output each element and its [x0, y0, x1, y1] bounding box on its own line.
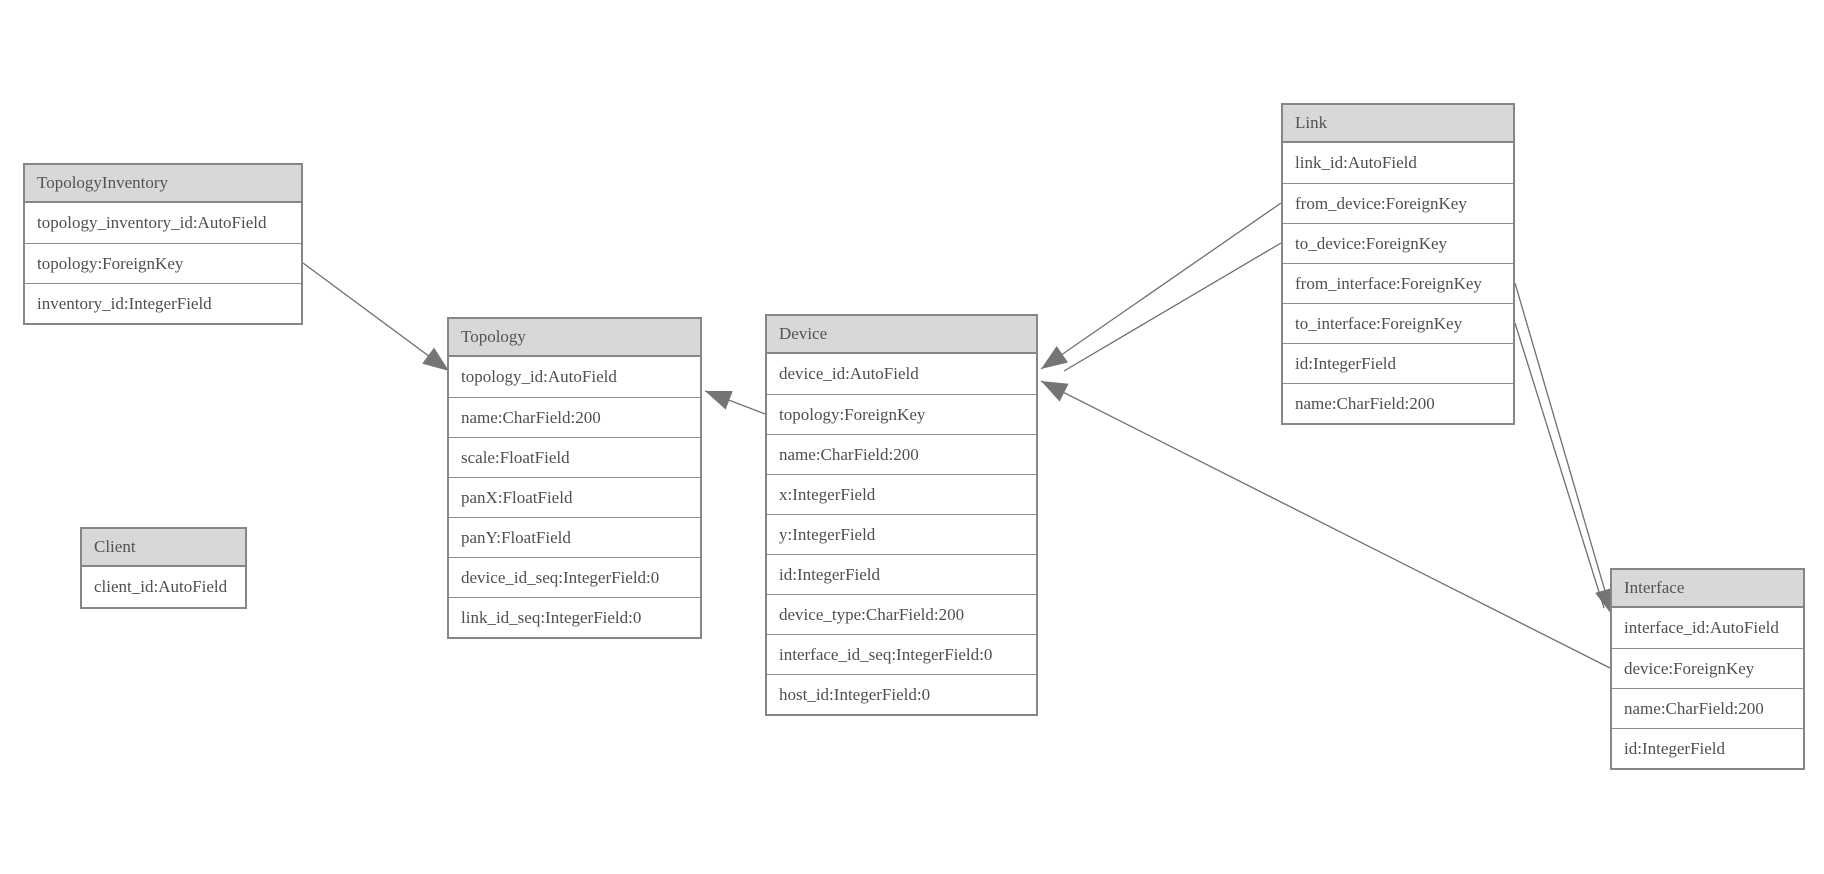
- field-row: name:CharField:200: [767, 434, 1036, 474]
- field-row: from_device:ForeignKey: [1283, 183, 1513, 223]
- field-row: device_id:AutoField: [767, 354, 1036, 394]
- relation-device-to-topology: [704, 390, 766, 415]
- field-row: scale:FloatField: [449, 437, 700, 477]
- field-row: to_interface:ForeignKey: [1283, 303, 1513, 343]
- relation-topologyinventory-to-topology: [302, 262, 450, 372]
- entity-title: Link: [1283, 105, 1513, 143]
- field-row: link_id_seq:IntegerField:0: [449, 597, 700, 637]
- entity-title: Device: [767, 316, 1036, 354]
- entity-link: Link link_id:AutoField from_device:Forei…: [1281, 103, 1515, 425]
- entity-client: Client client_id:AutoField: [80, 527, 247, 609]
- field-row: name:CharField:200: [1283, 383, 1513, 423]
- field-row: host_id:IntegerField:0: [767, 674, 1036, 714]
- field-row: topology_inventory_id:AutoField: [25, 203, 301, 243]
- field-row: link_id:AutoField: [1283, 143, 1513, 183]
- field-row: y:IntegerField: [767, 514, 1036, 554]
- entity-title: Interface: [1612, 570, 1803, 608]
- field-row: id:IntegerField: [1612, 728, 1803, 768]
- field-row: panY:FloatField: [449, 517, 700, 557]
- entity-title: TopologyInventory: [25, 165, 301, 203]
- field-row: id:IntegerField: [767, 554, 1036, 594]
- field-row: panX:FloatField: [449, 477, 700, 517]
- field-row: inventory_id:IntegerField: [25, 283, 301, 323]
- field-row: device_type:CharField:200: [767, 594, 1036, 634]
- entity-title: Client: [82, 529, 245, 567]
- field-row: topology_id:AutoField: [449, 357, 700, 397]
- field-row: name:CharField:200: [1612, 688, 1803, 728]
- relation-link-todevice-to-device: [1063, 242, 1282, 372]
- entity-interface: Interface interface_id:AutoField device:…: [1610, 568, 1805, 770]
- entity-topologyinventory: TopologyInventory topology_inventory_id:…: [23, 163, 303, 325]
- relation-link-frominterface-to-interface: [1514, 282, 1615, 616]
- field-row: id:IntegerField: [1283, 343, 1513, 383]
- entity-title: Topology: [449, 319, 700, 357]
- relation-link-tointerface-to-interface: [1514, 322, 1605, 609]
- field-row: to_device:ForeignKey: [1283, 223, 1513, 263]
- entity-topology: Topology topology_id:AutoField name:Char…: [447, 317, 702, 639]
- field-row: device_id_seq:IntegerField:0: [449, 557, 700, 597]
- entity-device: Device device_id:AutoField topology:Fore…: [765, 314, 1038, 716]
- field-row: topology:ForeignKey: [25, 243, 301, 283]
- field-row: device:ForeignKey: [1612, 648, 1803, 688]
- field-row: client_id:AutoField: [82, 567, 245, 607]
- field-row: interface_id_seq:IntegerField:0: [767, 634, 1036, 674]
- field-row: topology:ForeignKey: [767, 394, 1036, 434]
- field-row: name:CharField:200: [449, 397, 700, 437]
- relation-link-fromdevice-to-device: [1040, 202, 1282, 370]
- relation-interface-to-device: [1040, 380, 1611, 669]
- field-row: from_interface:ForeignKey: [1283, 263, 1513, 303]
- field-row: x:IntegerField: [767, 474, 1036, 514]
- field-row: interface_id:AutoField: [1612, 608, 1803, 648]
